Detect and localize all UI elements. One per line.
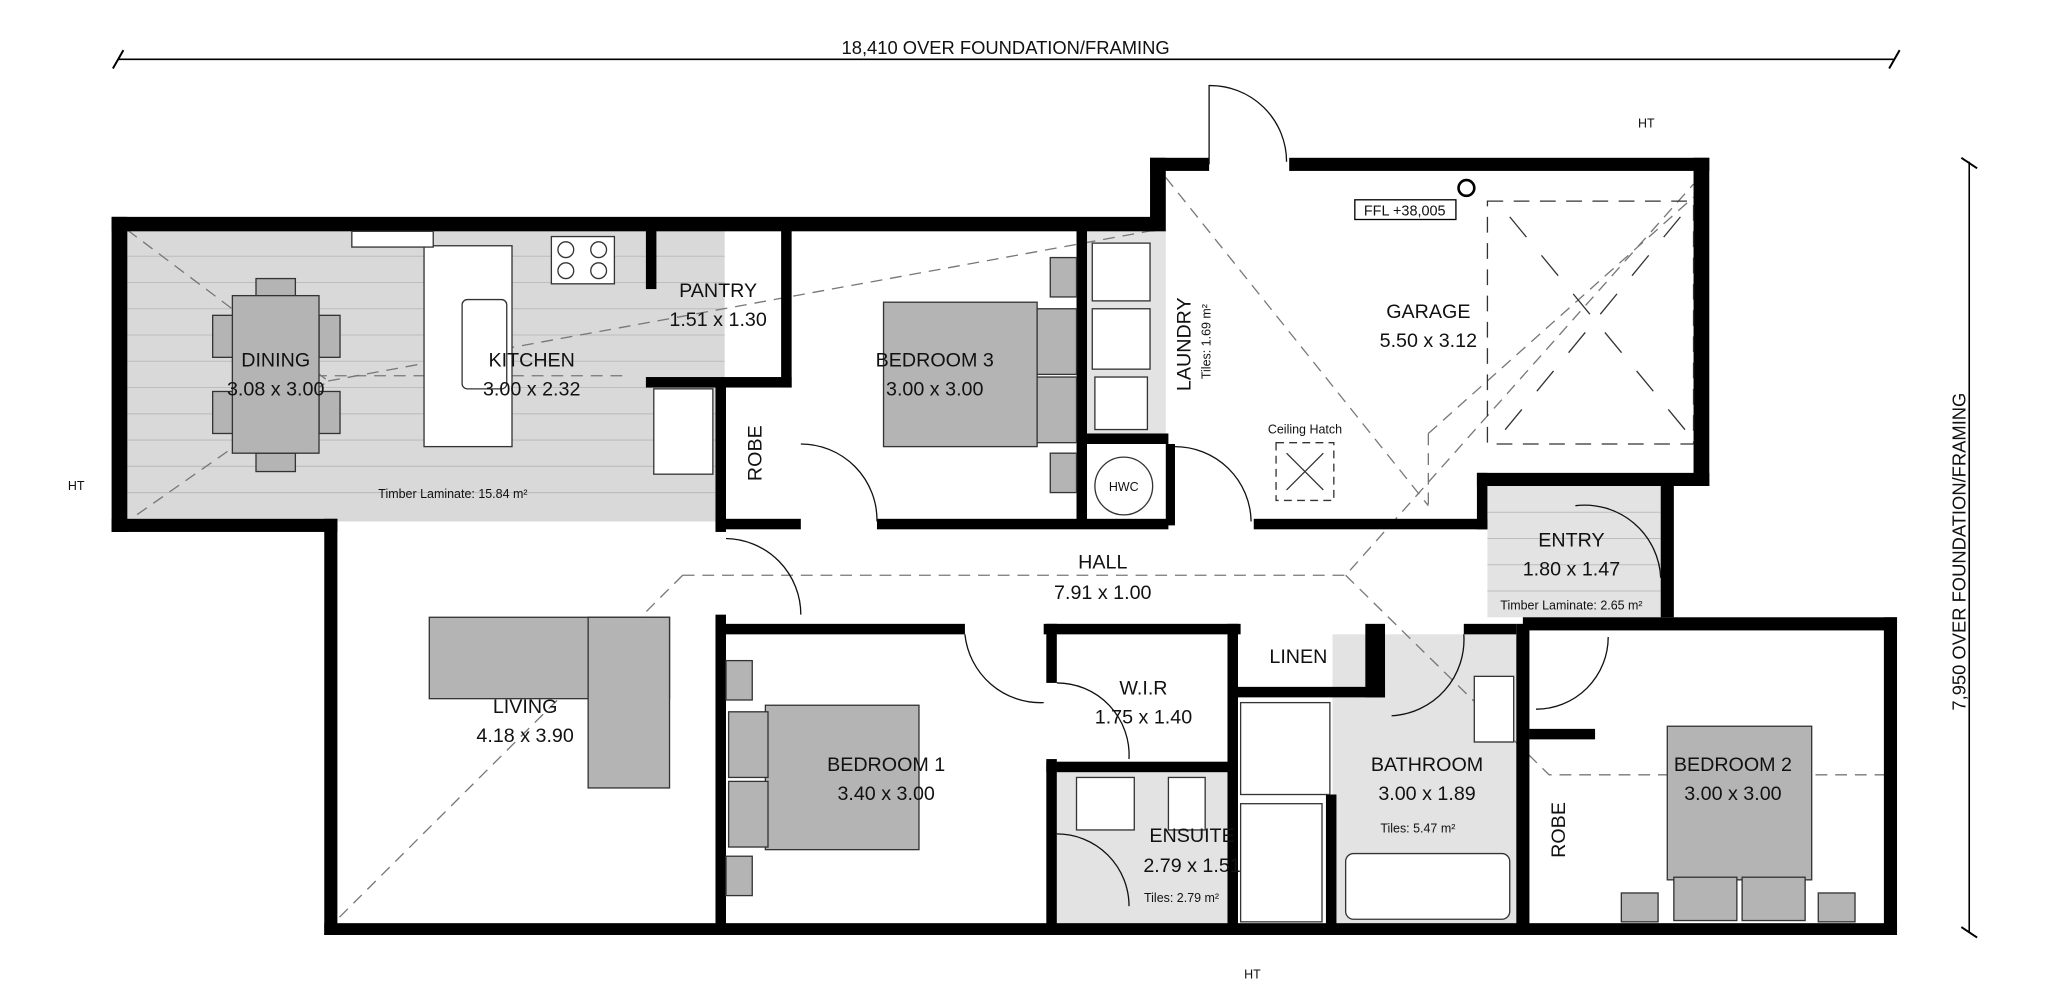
bedside-table <box>1049 256 1078 298</box>
living-floor-note: Timber Laminate: 15.84 m² <box>378 487 527 501</box>
toilet <box>1167 776 1206 831</box>
ensuite-shower <box>1239 803 1323 923</box>
hall-size: 7.91 x 1.00 <box>1054 582 1151 604</box>
bedroom3-label: BEDROOM 3 <box>876 350 994 372</box>
doors <box>725 84 1662 907</box>
dining-chair <box>255 452 297 473</box>
living-size: 4.18 x 3.90 <box>476 725 573 747</box>
entry-size: 1.80 x 1.47 <box>1523 558 1620 580</box>
bedside-table <box>725 855 753 897</box>
kitchen-label: KITCHEN <box>488 350 574 372</box>
entry-floor: Timber Laminate: 2.65 m² <box>1500 598 1642 612</box>
ceiling-hatch <box>1275 442 1335 502</box>
depth-dimension: 7,950 OVER FOUNDATION/FRAMING <box>1948 156 1978 939</box>
dining-label: DINING <box>241 350 310 372</box>
bedroom3-size: 3.00 x 3.00 <box>886 378 983 400</box>
dining-table <box>231 294 320 454</box>
bathroom-floor: Tiles: 5.47 m² <box>1380 822 1455 836</box>
bedroom1-size: 3.40 x 3.00 <box>837 783 934 805</box>
entry-label: ENTRY <box>1538 529 1604 551</box>
bedside-table <box>1049 452 1078 494</box>
walls <box>111 157 1898 935</box>
ensuite-vanity <box>1075 776 1135 831</box>
pantry-label: PANTRY <box>679 280 757 302</box>
ceiling-hatch-label: Ceiling Hatch <box>1268 422 1342 436</box>
robe-right-label: ROBE <box>1548 802 1570 858</box>
laundry-floor: Tiles: 1.69 m² <box>1199 304 1213 379</box>
laundry-tub <box>1094 376 1149 431</box>
hwc-label: HWC <box>1109 480 1139 494</box>
washing-machine <box>1091 242 1151 302</box>
bedside-table <box>725 659 753 701</box>
bench <box>351 230 434 248</box>
dryer <box>1091 308 1151 370</box>
bathroom-vanity <box>1473 675 1515 743</box>
furniture <box>212 178 1856 923</box>
bathroom-size: 3.00 x 1.89 <box>1378 783 1475 805</box>
ensuite-floor: Tiles: 2.79 m² <box>1144 891 1219 905</box>
bedside-table <box>1817 892 1856 923</box>
garage-door-outline <box>1486 200 1695 445</box>
width-dimension-label: 18,410 OVER FOUNDATION/FRAMING <box>842 37 1170 58</box>
hall-label: HALL <box>1078 552 1127 574</box>
bathroom-label: BATHROOM <box>1371 754 1483 776</box>
robe-left-label: ROBE <box>744 425 766 481</box>
linen-label: LINEN <box>1269 646 1327 668</box>
room-labels: DINING 3.08 x 3.00 KITCHEN 3.00 x 2.32 P… <box>68 117 1792 982</box>
pantry-size: 1.51 x 1.30 <box>669 309 766 331</box>
shower <box>1239 701 1331 796</box>
garage-label: GARAGE <box>1386 301 1470 323</box>
ensuite-label: ENSUITE <box>1149 825 1234 847</box>
dining-size: 3.08 x 3.00 <box>227 378 324 400</box>
fridge-space <box>653 388 714 475</box>
living-label: LIVING <box>493 696 558 718</box>
bed-bedroom-2 <box>1666 725 1813 881</box>
dining-chair <box>255 277 297 298</box>
bedside-table <box>1620 892 1659 923</box>
depth-dimension-label: 7,950 OVER FOUNDATION/FRAMING <box>1948 393 1969 711</box>
laundry-label: LAUNDRY <box>1174 297 1196 391</box>
ffl-label: FFL +38,005 <box>1364 204 1446 220</box>
ht-top-label: HT <box>1638 117 1655 131</box>
bedroom1-label: BEDROOM 1 <box>827 754 945 776</box>
bath <box>1344 852 1511 920</box>
bed-bedroom-3 <box>882 301 1038 448</box>
kitchen-sink <box>461 298 508 390</box>
ht-left-label: HT <box>68 479 85 493</box>
wir-label: W.I.R <box>1119 678 1167 700</box>
ht-bottom-label: HT <box>1244 967 1261 981</box>
hot-water-cylinder <box>1094 456 1154 516</box>
bedroom2-size: 3.00 x 3.00 <box>1684 783 1781 805</box>
kitchen-size: 3.00 x 2.32 <box>483 378 580 400</box>
wir-size: 1.75 x 1.40 <box>1095 707 1192 729</box>
dining-chair <box>212 314 235 358</box>
width-dimension: 18,410 OVER FOUNDATION/FRAMING <box>112 37 1901 70</box>
datum-marker <box>1457 178 1476 198</box>
dining-chair <box>318 314 341 358</box>
ensuite-size: 2.79 x 1.51 <box>1143 855 1240 877</box>
bed-bedroom-1 <box>764 704 920 851</box>
bedroom2-label: BEDROOM 2 <box>1674 754 1792 776</box>
garage-size: 5.50 x 3.12 <box>1380 330 1477 352</box>
